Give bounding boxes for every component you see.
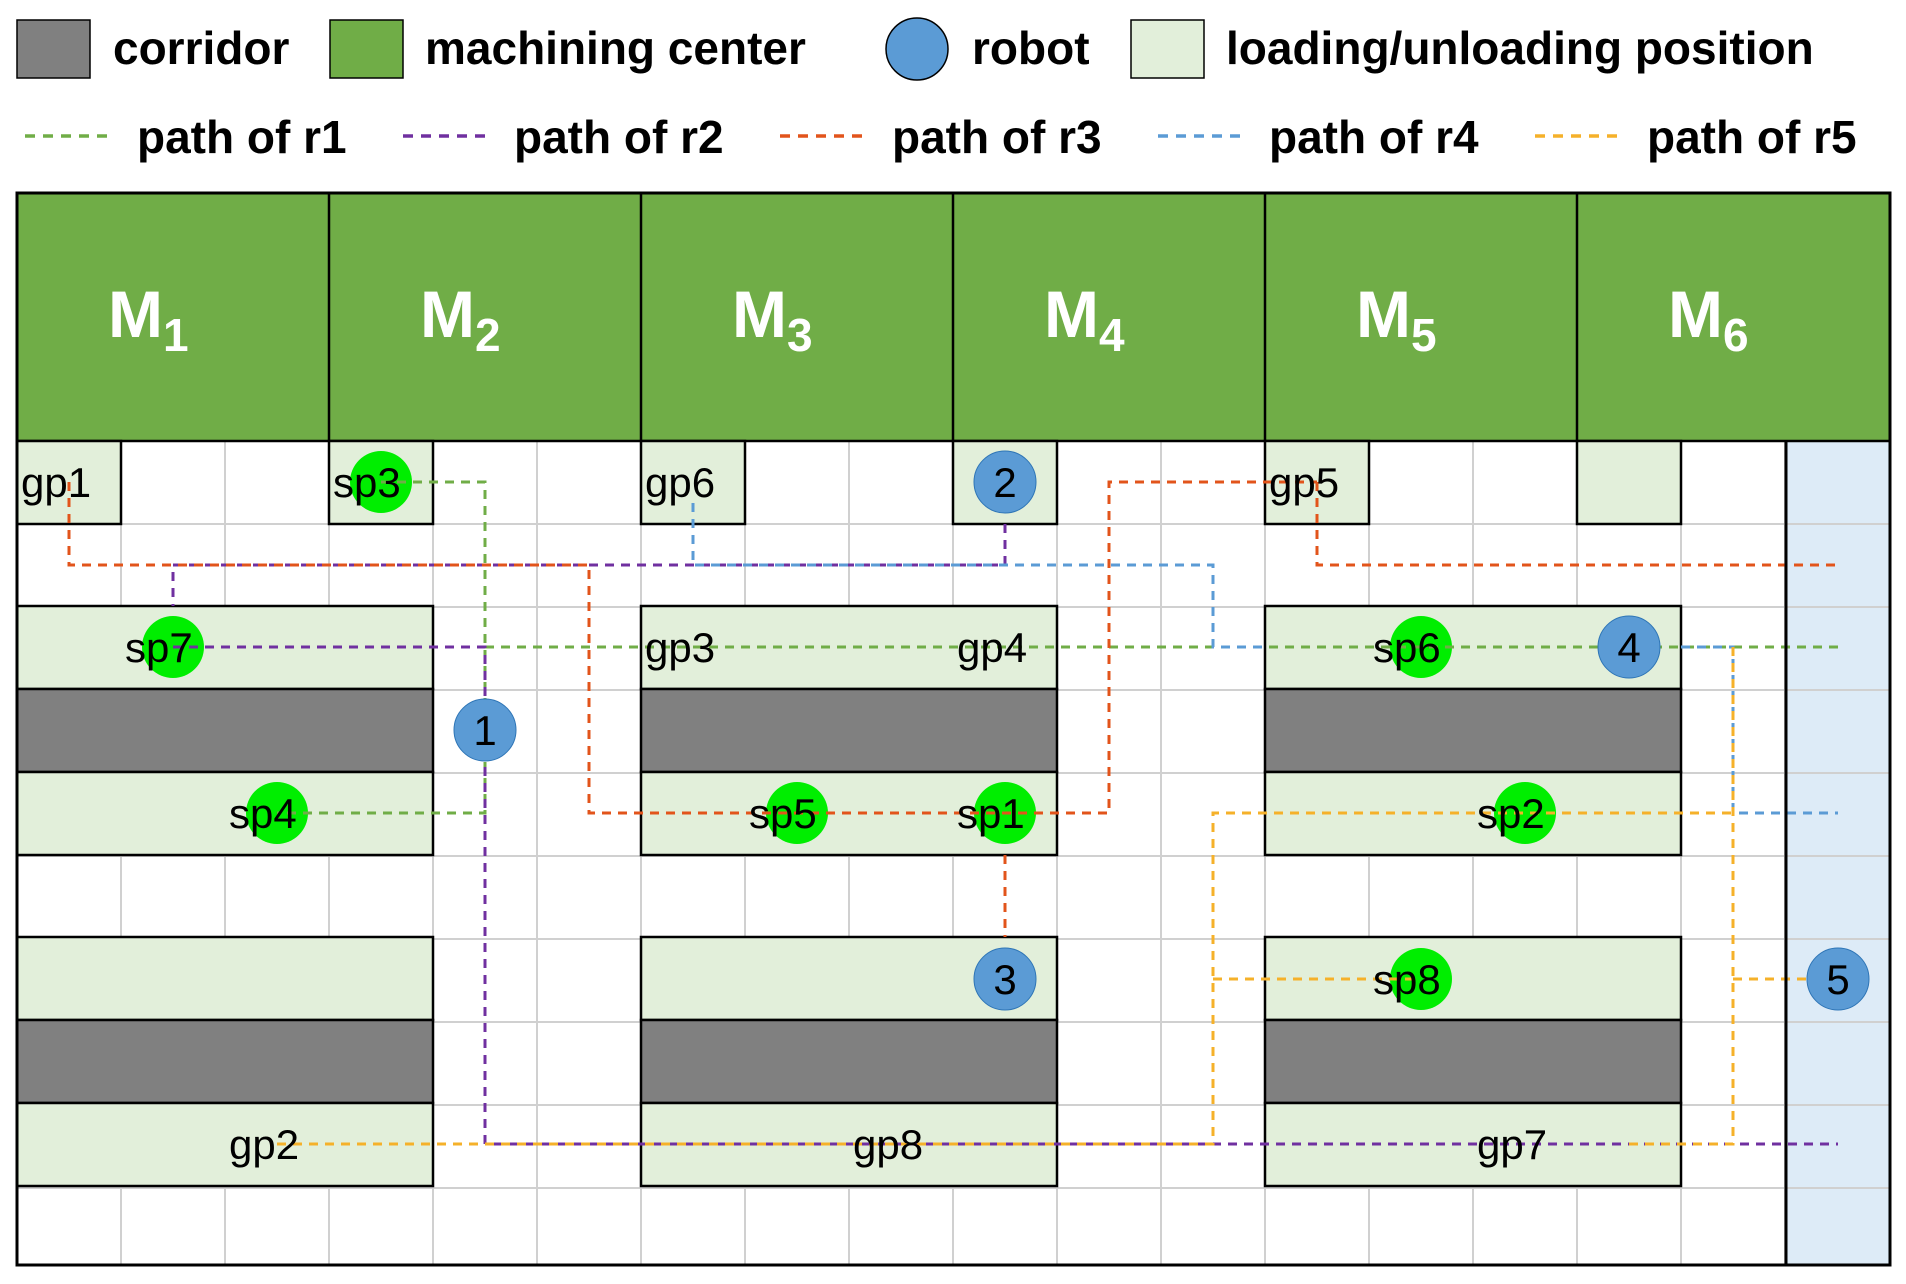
label-sp8: sp8 [1373, 956, 1441, 1003]
legend-row-1: corridor machining center robot loading/… [16, 17, 1814, 81]
path-r3-a [67, 480, 1317, 815]
label-sp7: sp7 [125, 624, 193, 671]
label-sp4: sp4 [229, 790, 297, 837]
label-gp1: gp1 [21, 459, 91, 506]
label-sp3: sp3 [333, 459, 401, 506]
corridor [639, 687, 1059, 774]
outer-borders [15, 191, 1892, 1267]
robot-2-label: 2 [993, 459, 1016, 506]
path-r1-a [277, 480, 487, 815]
legend-label-r2: path of r2 [514, 111, 724, 163]
legend-swatch-machining-center [329, 19, 404, 79]
sp8-marker [1390, 948, 1452, 1010]
legend-label-r3: path of r3 [892, 111, 1102, 163]
path-r5-c [1629, 647, 1735, 1146]
robot-2-icon [973, 450, 1037, 514]
path-r3-c [1315, 482, 1838, 567]
machining-centers: M1 M2 M3 M4 M5 M6 [17, 193, 1890, 443]
corridor [15, 1018, 435, 1105]
sp2-marker [1494, 782, 1556, 844]
corridor [639, 1018, 1059, 1105]
machine-label-m2: M2 [420, 277, 501, 361]
highlight-column [1786, 441, 1890, 1265]
position-labels: gp1 sp3 gp6 gp5 sp7 gp3 gp4 sp6 sp4 sp5 … [21, 459, 1547, 1168]
legend-label-robot: robot [972, 22, 1090, 74]
label-sp6: sp6 [1373, 624, 1441, 671]
path-r2-a [171, 524, 1007, 606]
robot-1: 1 [453, 698, 517, 762]
legend-label-corridor: corridor [113, 22, 289, 74]
corridor [1263, 1018, 1683, 1105]
path-r2-b [173, 645, 1838, 1146]
machine-label-m1: M1 [108, 277, 189, 361]
robot-4-icon [1597, 615, 1661, 679]
legend-row-2-labels: path of r1 path of r2 path of r3 path of… [137, 111, 1857, 163]
path-r5-a [277, 811, 1733, 1146]
label-gp8: gp8 [853, 1121, 923, 1168]
machine-label-m3: M3 [732, 277, 813, 361]
label-sp1: sp1 [957, 790, 1025, 837]
robot-5-icon [1806, 947, 1870, 1011]
work-blocks [15, 604, 1683, 1188]
legend-label-loading-position: loading/unloading position [1226, 22, 1814, 74]
legend-label-r5: path of r5 [1647, 111, 1857, 163]
robots: 1 2 3 4 5 [453, 450, 1870, 1011]
robot-1-label: 1 [473, 707, 496, 754]
robot-1-icon [453, 698, 517, 762]
label-gp4: gp4 [957, 624, 1027, 671]
loading-strip [1263, 935, 1683, 1022]
robot-2: 2 [973, 450, 1037, 514]
floor-border [15, 191, 1892, 1267]
label-gp5: gp5 [1269, 459, 1339, 506]
machine-label-m6: M6 [1668, 277, 1749, 361]
label-gp7: gp7 [1477, 1121, 1547, 1168]
legend-swatch-corridor [16, 19, 91, 79]
machine-label-m4: M4 [1044, 277, 1125, 361]
corridor [15, 687, 435, 774]
legend-swatch-loading-position [1130, 19, 1205, 79]
label-sp2: sp2 [1477, 790, 1545, 837]
legend-label-machining-center: machining center [425, 22, 806, 74]
robot-5-label: 5 [1826, 956, 1849, 1003]
label-gp6: gp6 [645, 459, 715, 506]
path-r4-a [691, 503, 1265, 649]
legend-robot-icon [885, 17, 949, 81]
robot-4: 4 [1597, 615, 1661, 679]
label-gp3: gp3 [645, 624, 715, 671]
legend-label-r1: path of r1 [137, 111, 347, 163]
label-sp5: sp5 [749, 790, 817, 837]
robot-3-label: 3 [993, 956, 1016, 1003]
machine-label-m5: M5 [1356, 277, 1437, 361]
loading-position-m6 [1575, 439, 1683, 526]
loading-strip [15, 1101, 435, 1188]
corridor [1263, 687, 1683, 774]
robot-5: 5 [1806, 947, 1870, 1011]
robot-3: 3 [973, 947, 1037, 1011]
loading-strip [15, 935, 435, 1022]
robot-3-icon [973, 947, 1037, 1011]
robot-4-label: 4 [1617, 624, 1640, 671]
label-gp2: gp2 [229, 1121, 299, 1168]
legend-label-r4: path of r4 [1269, 111, 1479, 163]
